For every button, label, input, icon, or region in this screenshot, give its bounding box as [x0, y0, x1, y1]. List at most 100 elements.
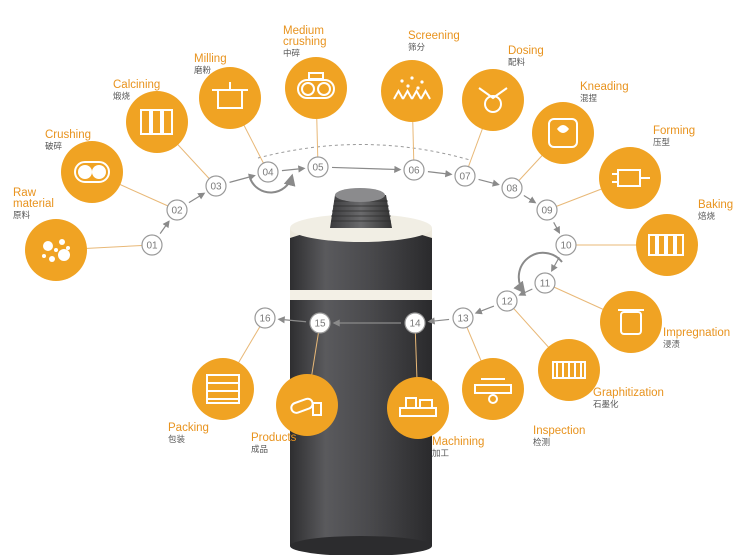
step-number-badge	[141, 234, 163, 256]
step-number-badge	[452, 307, 474, 329]
step-number-badge	[307, 156, 329, 178]
step-label-en: Dosing	[508, 45, 544, 57]
flow-arrow	[277, 316, 307, 324]
loop-arrow	[513, 251, 563, 294]
step-number: 02	[171, 206, 183, 217]
step-label-cn: 筛分	[408, 42, 426, 53]
step-number-badge	[257, 161, 279, 183]
inspection-icon	[462, 358, 524, 420]
step-label-en: Screening	[408, 30, 460, 42]
step-number-badge	[404, 312, 426, 334]
packing-icon	[192, 358, 254, 420]
step-label-cn: 加工	[432, 448, 450, 459]
step-label-en: Impregnation	[663, 327, 730, 339]
step-label-en: Milling	[194, 53, 227, 65]
step-number-badge	[555, 234, 577, 256]
step-number-badge	[205, 175, 227, 197]
step-number: 12	[501, 297, 513, 308]
dashed-flow-arc	[257, 143, 471, 161]
flow-arrow	[523, 194, 537, 204]
step-number-badge	[254, 307, 276, 329]
step-label-cn: 包装	[168, 434, 186, 445]
step-number: 16	[259, 314, 271, 325]
step-number-badge	[496, 290, 518, 312]
step-label-en: Machining	[432, 436, 484, 448]
step-label-cn: 焙烧	[698, 211, 716, 222]
screening-icon	[381, 60, 443, 122]
step-label-cn: 煅烧	[113, 91, 131, 102]
flow-arrow	[478, 178, 500, 187]
flow-arrow	[427, 317, 450, 325]
step-label-en: Inspection	[533, 425, 585, 437]
step-label-en: Products	[251, 432, 297, 444]
step-label-en: Kneading	[580, 81, 629, 93]
medium-crushing-icon	[285, 57, 347, 119]
step-number-badge	[403, 159, 425, 181]
step-number: 15	[314, 319, 326, 330]
flow-arrow	[281, 165, 306, 173]
step-label-cn: 中碎	[283, 48, 301, 59]
step-number: 09	[541, 206, 553, 217]
step-number: 08	[506, 184, 518, 195]
step-number: 13	[457, 314, 469, 325]
flow-arrow	[518, 288, 533, 296]
flow-arrow	[229, 173, 256, 183]
step-number: 01	[146, 241, 158, 252]
step-label-en: Forming	[653, 125, 695, 137]
step-number: 11	[540, 279, 551, 290]
step-label-cn: 石墨化	[593, 399, 619, 410]
step-label-cn: 破碎	[45, 141, 63, 152]
graphitization-icon	[538, 339, 600, 401]
step-number-badge	[309, 312, 331, 334]
step-label-cn: 原料	[13, 210, 31, 221]
machining-icon	[387, 377, 449, 439]
products-icon	[276, 374, 338, 436]
step-number: 14	[409, 319, 421, 330]
flow-arrow	[553, 222, 561, 234]
step-number-badge	[166, 199, 188, 221]
step-number: 05	[312, 163, 324, 174]
step-number-badge	[501, 177, 523, 199]
step-label-cn: 浸渍	[663, 339, 681, 350]
step-label-cn: 磨粉	[194, 65, 212, 76]
impregnation-icon	[600, 291, 662, 353]
step-label-cn: 混捏	[580, 93, 598, 104]
kneading-icon	[532, 102, 594, 164]
milling-icon	[199, 67, 261, 129]
loop-arrow	[249, 173, 296, 194]
step-label-en: Crushing	[45, 129, 91, 141]
step-label-en: Packing	[168, 422, 209, 434]
raw-material-icon	[25, 219, 87, 281]
flow-arrow	[474, 305, 495, 315]
flow-arrow	[427, 170, 453, 178]
step-label-cn: 检测	[533, 437, 550, 448]
flow-arrow	[188, 192, 206, 204]
step-number: 06	[408, 166, 420, 177]
step-label-en: Calcining	[113, 79, 160, 91]
step-number: 10	[560, 241, 572, 252]
step-label-cn: 压型	[653, 138, 671, 148]
forming-icon	[599, 147, 661, 209]
step-number: 04	[262, 168, 274, 179]
step-label-en: Graphitization	[593, 387, 664, 399]
flow-arrow	[159, 220, 170, 234]
baking-icon	[636, 214, 698, 276]
